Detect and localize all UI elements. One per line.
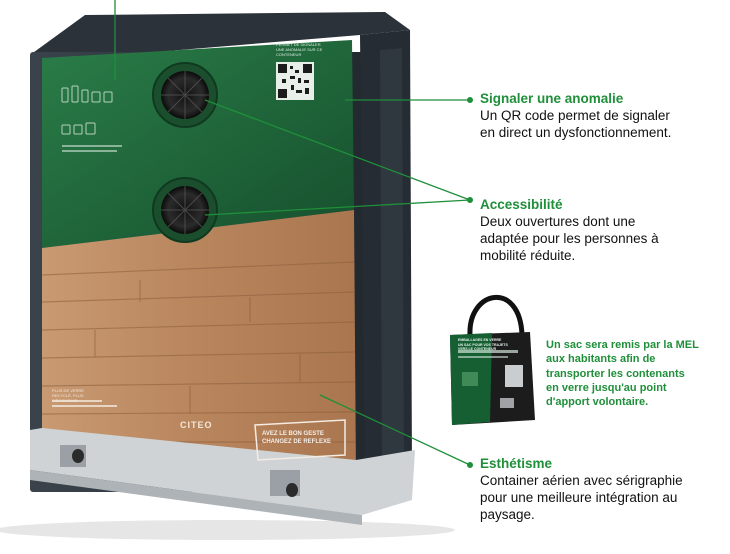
bag-print-line: VERS LE CONTENEUR <box>458 347 497 351</box>
wood-print-line: RECYCLÉ, PLUS <box>52 393 84 398</box>
callout-body: Deux ouvertures dont une adaptée pour le… <box>480 213 659 264</box>
callout-esthetisme: Esthétisme Container aérien avec sérigra… <box>480 455 683 523</box>
slogan-line: AVEZ LE BON GESTE <box>262 431 324 437</box>
callout-title: Accessibilité <box>480 197 563 212</box>
opening-top <box>152 62 218 128</box>
callout-line: pour une meilleure intégration au <box>480 490 678 505</box>
qr-code <box>276 62 314 100</box>
wood-small-print <box>52 400 117 407</box>
leader-dots <box>467 97 473 468</box>
bag-print-line: EMBALLAGES EN VERRE <box>458 338 502 342</box>
bag-note-line: Un sac sera remis par la MEL <box>546 339 699 351</box>
bag-print-text: EMBALLAGES EN VERRE UN SAC POUR VOS TRAJ… <box>458 338 508 352</box>
ground-shadow <box>0 520 455 540</box>
leader-lines <box>114 0 471 466</box>
bag-note: Un sac sera remis par la MEL aux habitan… <box>546 338 699 409</box>
callout-line: Deux ouvertures dont une <box>480 214 636 229</box>
bag-note-line: d'apport volontaire. <box>546 396 649 409</box>
panel-qr-caption: PERMET DE SIGNALER UNE ANOMALIE SUR CE C… <box>276 42 322 57</box>
callout-line: mobilité réduite. <box>480 248 576 263</box>
slogan-text: AVEZ LE BON GESTE CHANGEZ DE REFLEXE <box>262 430 331 446</box>
opening-bottom <box>152 177 218 243</box>
side-post <box>380 48 404 470</box>
steel-base-edge <box>30 470 362 525</box>
bottle-pictograms-icon <box>61 85 113 135</box>
wood-print-line: D'ÉCONOMIE <box>52 398 78 403</box>
callout-title: Signaler une anomalie <box>480 91 624 106</box>
callout-signaler-anomalie: Signaler une anomalie Un QR code permet … <box>480 90 671 141</box>
slogan-line: CHANGEZ DE REFLEXE <box>262 439 332 445</box>
bag-note-line: en verre jusqu'au point <box>546 381 667 394</box>
callout-body: Un QR code permet de signaler en direct … <box>480 107 671 141</box>
callout-line: Un QR code permet de signaler <box>480 108 670 123</box>
slogan-badge <box>254 419 346 461</box>
callout-title: Esthétisme <box>480 456 553 471</box>
panel-print-line: PERMET DE SIGNALER <box>276 42 321 47</box>
bag-print-line: UN SAC POUR VOS TRAJETS <box>458 342 508 347</box>
callout-line: adaptée pour les personnes à <box>480 231 659 246</box>
panel-print-line: CONTENEUR <box>276 52 302 57</box>
bag-note-line: aux habitants afin de <box>546 353 656 366</box>
base-bolts <box>72 449 298 497</box>
tote-bag-illustration <box>450 294 535 425</box>
bag-note-line: transporter les contenants <box>546 367 685 380</box>
callout-line: en direct un dysfonctionnement. <box>480 125 672 140</box>
callout-line: paysage. <box>480 507 535 522</box>
panel-small-print <box>62 145 122 152</box>
steel-base <box>30 428 415 515</box>
brand-mark: CITEO <box>180 420 213 430</box>
wood-caption: PLUS DE VERRE RECYCLÉ, PLUS D'ÉCONOMIE <box>52 388 84 403</box>
panel-print-line: UNE ANOMALIE SUR CE <box>276 47 323 52</box>
container-roof <box>30 12 410 62</box>
callout-line: Container aérien avec sérigraphie <box>480 473 683 488</box>
wood-print-line: PLUS DE VERRE <box>52 388 85 393</box>
callout-accessibilite: Accessibilité Deux ouvertures dont une a… <box>480 196 659 264</box>
wood-panel <box>42 210 356 478</box>
callout-body: Container aérien avec sérigraphie pour u… <box>480 472 683 523</box>
